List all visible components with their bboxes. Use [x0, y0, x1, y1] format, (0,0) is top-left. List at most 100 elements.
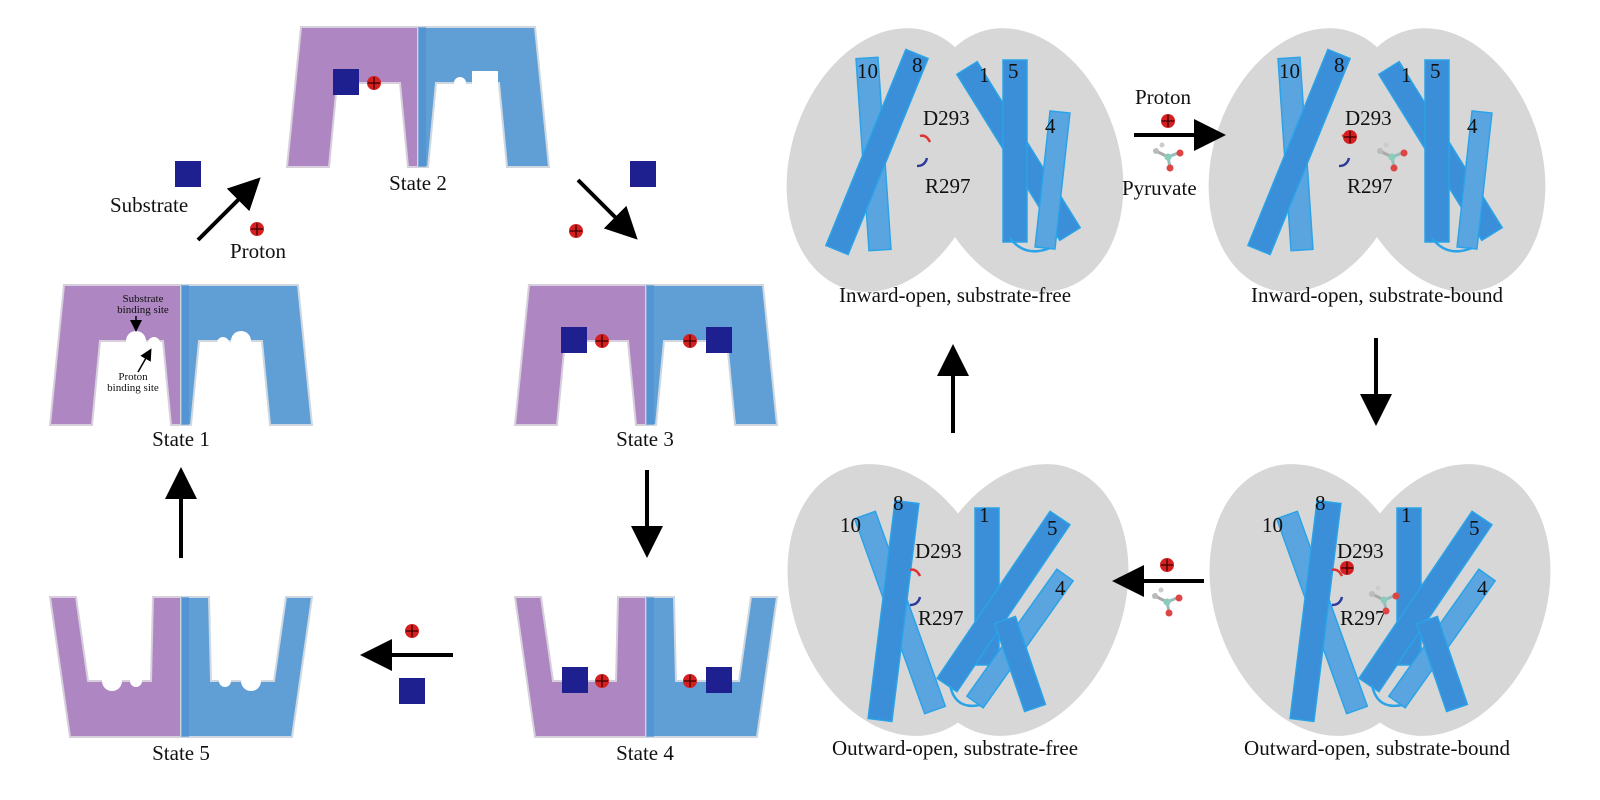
arrow-state1-to-state2 [196, 177, 261, 242]
helix-4 [1456, 110, 1493, 250]
substrate-legend-label: Substrate [110, 193, 188, 217]
residue-d293-icon [1331, 568, 1344, 577]
conformation-label: Inward-open, substrate-free [839, 283, 1071, 307]
helix-label-10: 10 [1279, 59, 1300, 83]
helix-8 [867, 499, 920, 723]
helix-label-5: 5 [1047, 516, 1058, 540]
proton-arrow-label: Proton [1135, 85, 1192, 109]
helix-label-10: 10 [840, 513, 861, 537]
residue-label-d293: D293 [1337, 539, 1384, 563]
helix-5 [1424, 59, 1450, 243]
substrate-icon [333, 69, 359, 95]
residue-d293-icon [919, 134, 932, 143]
state-label: State 1 [152, 427, 210, 451]
helix-5 [1358, 510, 1493, 693]
substrate-site-label: Substrate [123, 293, 164, 305]
right-domain [180, 596, 314, 738]
left-domain [513, 284, 647, 426]
helix-8 [1246, 48, 1352, 256]
residue-label-r297: R297 [1347, 174, 1393, 198]
helix-8 [824, 48, 930, 256]
right-domain [645, 284, 779, 426]
substrate-binding-site [231, 331, 251, 351]
left-domain [285, 26, 419, 168]
domain-interface [646, 285, 654, 425]
right-domain [180, 284, 314, 426]
loop [1431, 237, 1473, 253]
proton-icon [1160, 113, 1176, 129]
helix-1-lower [993, 615, 1047, 713]
helix-label-1: 1 [979, 63, 990, 87]
residue-d293-icon [909, 568, 922, 577]
loop [1370, 684, 1403, 708]
substrate-icon [561, 327, 587, 353]
substrate-icon [562, 667, 588, 693]
proton-binding-site [217, 337, 229, 349]
right-domain [645, 596, 779, 738]
left-domain [513, 596, 647, 738]
left-domain [48, 596, 182, 738]
helix-label-4: 4 [1477, 576, 1488, 600]
helix-1-lower [1415, 615, 1469, 713]
transporter-state-5: State 5 [48, 596, 314, 765]
arrow-state2-to-state3 [576, 178, 638, 240]
state-label: State 5 [152, 741, 210, 765]
helix-8 [1289, 499, 1342, 723]
helix-label-4: 4 [1045, 114, 1056, 138]
domain-interface [418, 27, 426, 167]
right-domain [417, 26, 551, 168]
substrate-icon [630, 161, 656, 187]
proton-binding-site [148, 337, 160, 349]
residue-label-d293: D293 [923, 106, 970, 130]
proton-icon [594, 333, 610, 349]
loop [1009, 237, 1051, 253]
substrate-binding-site [126, 331, 146, 351]
residue-r297-icon [1331, 596, 1344, 607]
helix-label-1: 1 [1401, 503, 1412, 527]
proton-icon [682, 333, 698, 349]
proton-icon [366, 75, 382, 91]
helix-4 [1034, 110, 1071, 250]
helix-label-10: 10 [1262, 513, 1283, 537]
proton-icon [682, 673, 698, 689]
residue-r297-icon [909, 596, 922, 607]
conformation-label: Outward-open, substrate-free [832, 736, 1078, 760]
proton-icon [1339, 560, 1355, 576]
substrate-binding-site [241, 671, 261, 691]
substrate-icon [706, 667, 732, 693]
helix-label-4: 4 [1055, 576, 1066, 600]
helix-label-8: 8 [1315, 491, 1326, 515]
conformation-label: Inward-open, substrate-bound [1251, 283, 1503, 307]
proton-site-label: binding site [107, 382, 159, 394]
state-label: State 3 [616, 427, 674, 451]
proton-binding-site [454, 77, 466, 89]
proton-icon [404, 623, 420, 639]
substrate-icon [706, 327, 732, 353]
helix-label-10: 10 [857, 59, 878, 83]
substrate-binding-site [102, 671, 122, 691]
domain-interface [181, 285, 189, 425]
helix-label-1: 1 [979, 503, 990, 527]
residue-r297-icon [1338, 157, 1351, 168]
helix-label-4: 4 [1467, 114, 1478, 138]
residue-label-r297: R297 [925, 174, 971, 198]
residue-label-r297: R297 [1340, 606, 1386, 630]
helix-label-5: 5 [1008, 59, 1019, 83]
transporter-state-3: State 3 [513, 284, 779, 451]
proton-icon [568, 223, 584, 239]
loop [948, 684, 981, 708]
pyruvate-icon [1151, 141, 1185, 173]
proton-icon [594, 673, 610, 689]
helix-label-5: 5 [1430, 59, 1441, 83]
helix-label-8: 8 [912, 53, 923, 77]
substrate-site-label: binding site [117, 304, 169, 316]
proton-binding-site [219, 675, 231, 687]
helix-label-1: 1 [1401, 63, 1412, 87]
state-label: State 4 [616, 741, 674, 765]
proton-legend-label: Proton [230, 239, 287, 263]
